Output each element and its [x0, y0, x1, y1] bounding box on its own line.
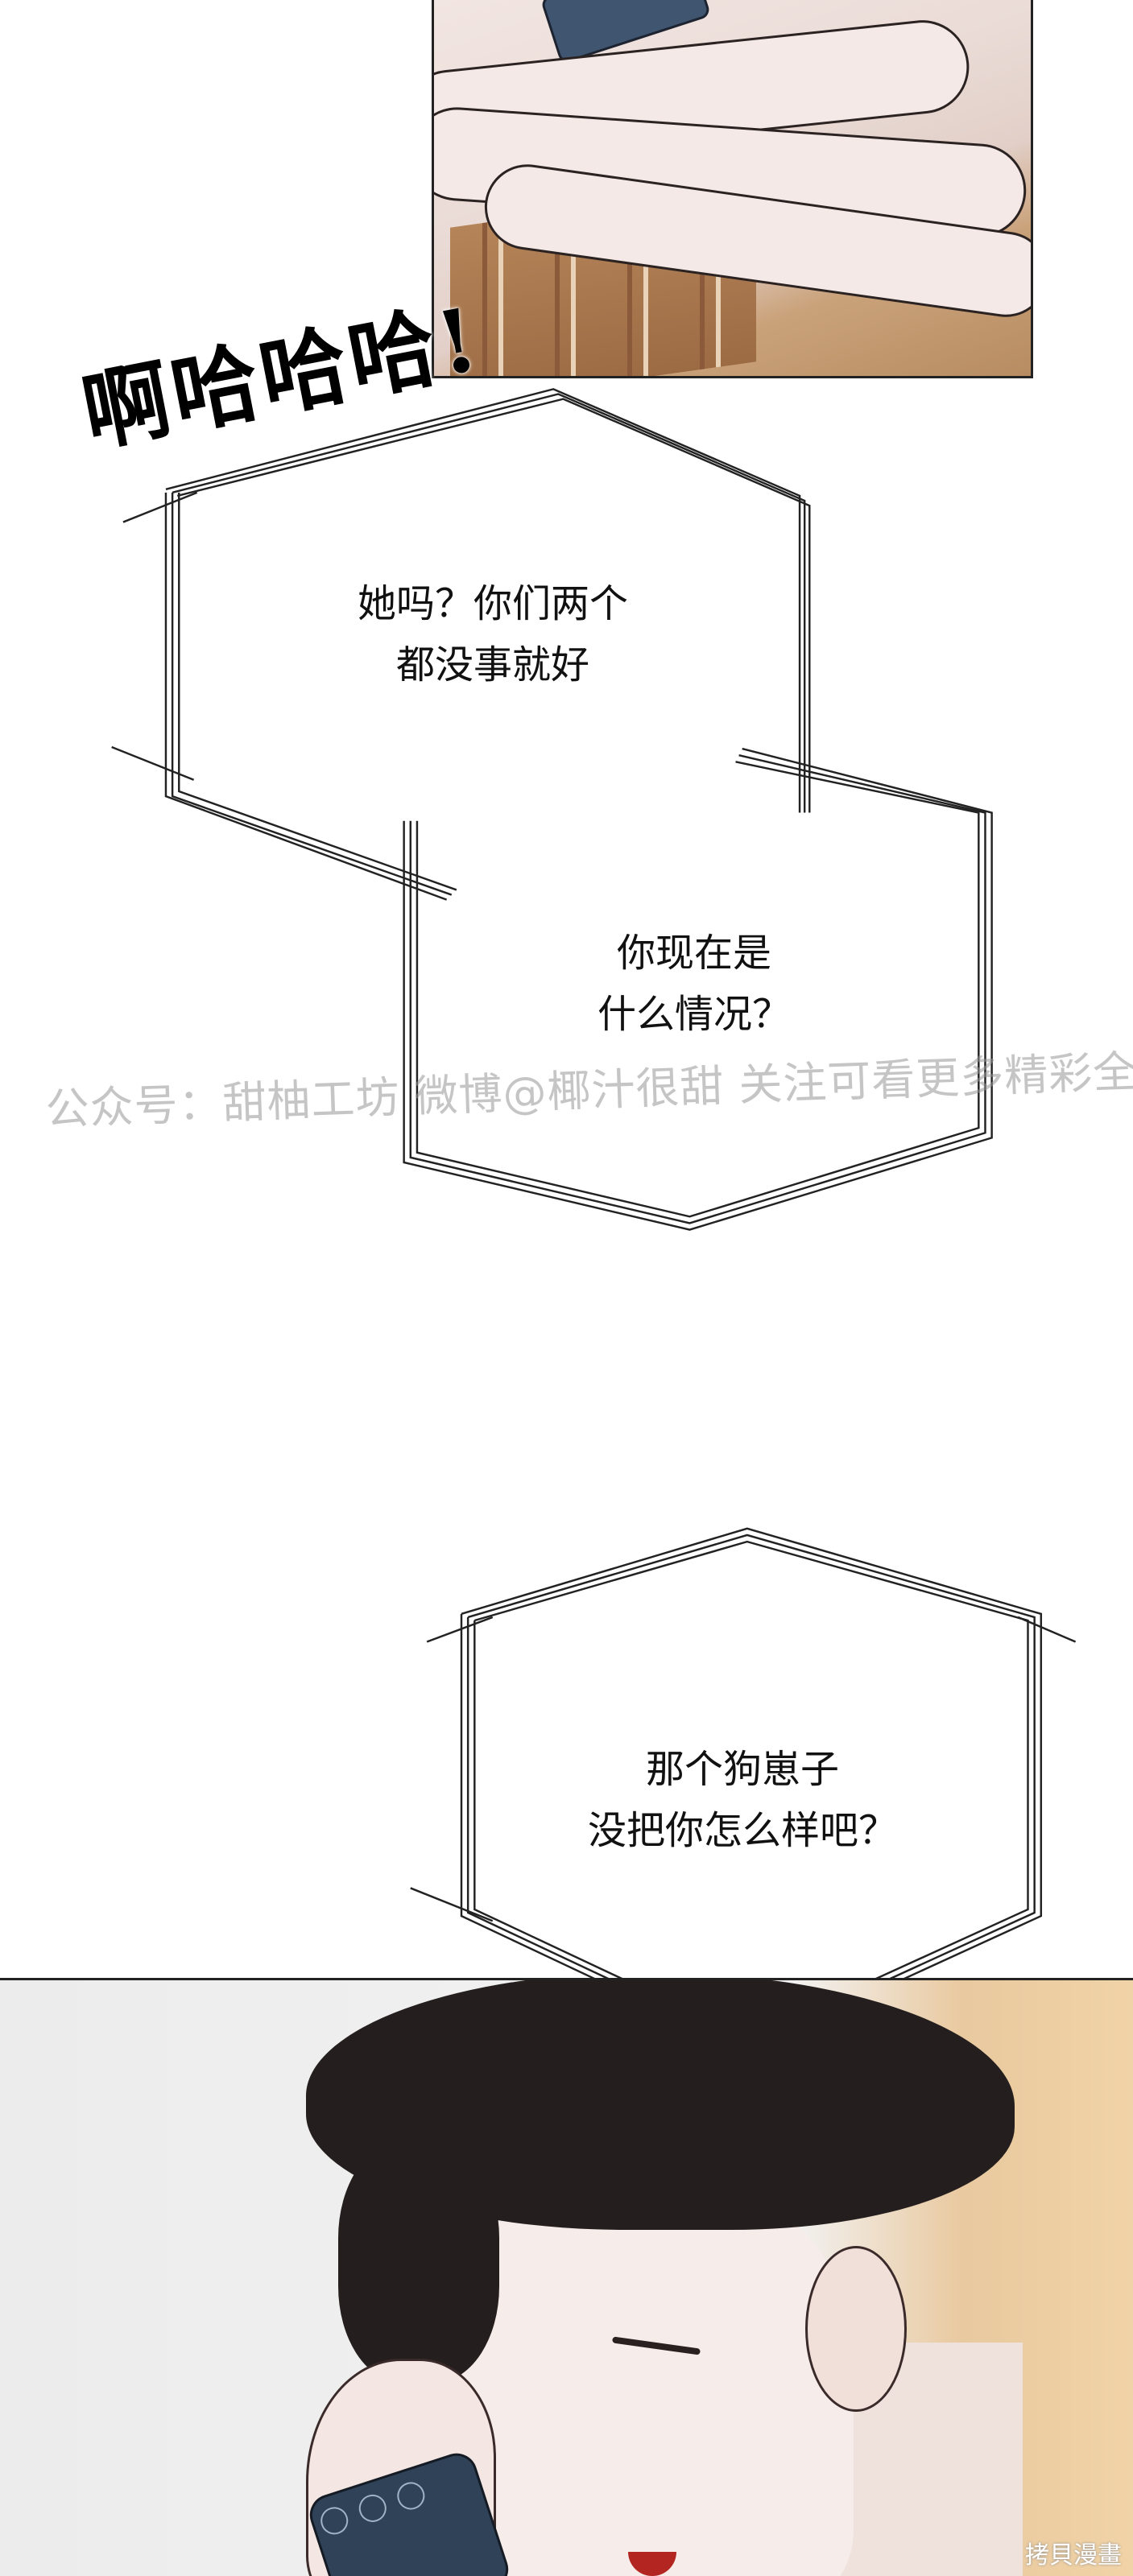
- top-panel-hands-phone: [432, 0, 1033, 378]
- speech-bubble-1: 她吗？你们两个 都没事就好: [358, 573, 628, 696]
- corner-watermark: 拷貝漫畫: [1025, 2541, 1122, 2570]
- hexagon-bubble-3: [410, 1527, 1077, 2052]
- speech-line: 那个狗崽子: [645, 1747, 840, 1792]
- speech-bubble-2: 你现在是 什么情况？: [598, 923, 791, 1045]
- character-face: [435, 2182, 854, 2576]
- character-ear: [805, 2246, 907, 2412]
- speech-line: 什么情况？: [597, 992, 792, 1037]
- hexagon-bubble-1: [111, 388, 811, 901]
- character-hair: [338, 2141, 499, 2383]
- speech-bubble-3: 那个狗崽子 没把你怎么样吧？: [588, 1739, 897, 1861]
- speech-line: 没把你怎么样吧？: [587, 1808, 898, 1853]
- hexagon-bubble-2: [403, 747, 993, 1231]
- speech-line: 你现在是: [616, 931, 772, 976]
- bottom-panel-character-on-phone: 拷貝漫畫: [0, 1978, 1133, 2576]
- speech-line: 都没事就好: [395, 642, 590, 687]
- speech-line: 她吗？你们两个: [357, 581, 629, 626]
